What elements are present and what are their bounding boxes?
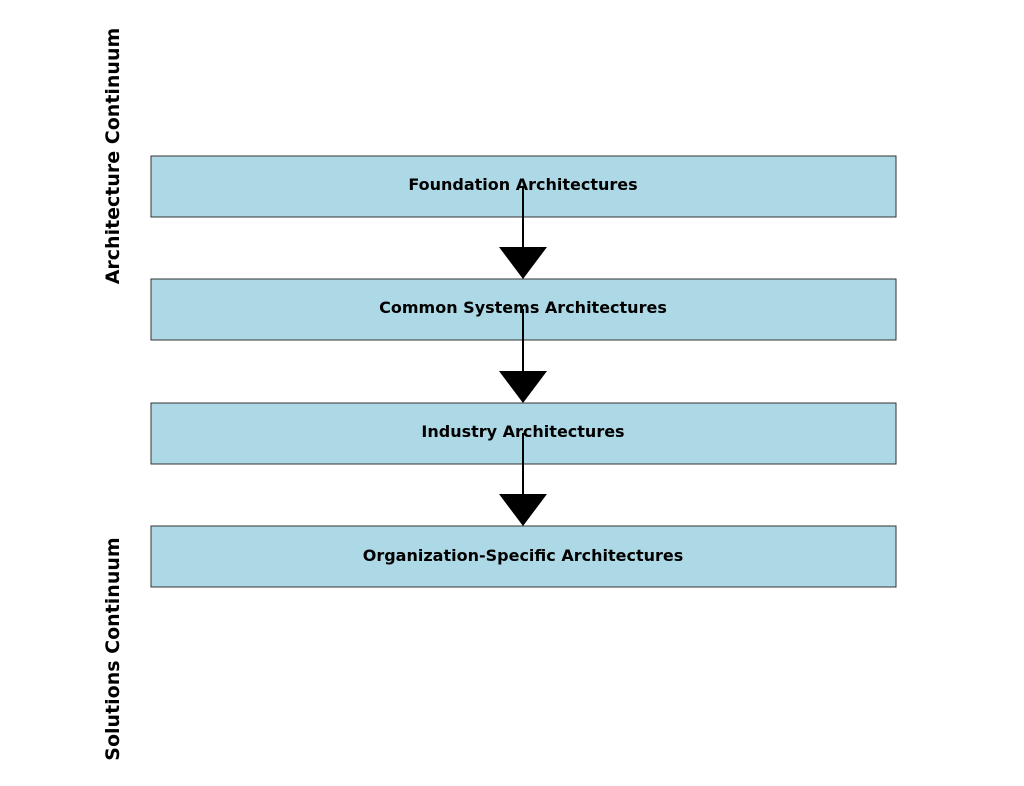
arrow-foundation-to-common-head	[499, 247, 547, 279]
layer-organization-specific-label: Organization-Specific Architectures	[363, 546, 684, 565]
layer-common-systems-label: Common Systems Architectures	[379, 298, 667, 317]
solutions-continuum-label: Solutions Continuum	[102, 537, 124, 760]
arrow-industry-to-organization-head	[499, 494, 547, 526]
architecture-continuum-label: Architecture Continuum	[102, 28, 124, 285]
layer-organization-specific: Organization-Specific Architectures	[150, 525, 897, 588]
arrow-common-to-industry	[499, 309, 547, 403]
layer-foundation-label: Foundation Architectures	[408, 175, 637, 194]
arrow-foundation-to-common	[499, 186, 547, 279]
arrow-common-to-industry-head	[499, 371, 547, 403]
layer-organization-specific-box	[150, 525, 897, 588]
layer-industry-label: Industry Architectures	[421, 422, 624, 441]
arrow-industry-to-organization	[499, 433, 547, 526]
